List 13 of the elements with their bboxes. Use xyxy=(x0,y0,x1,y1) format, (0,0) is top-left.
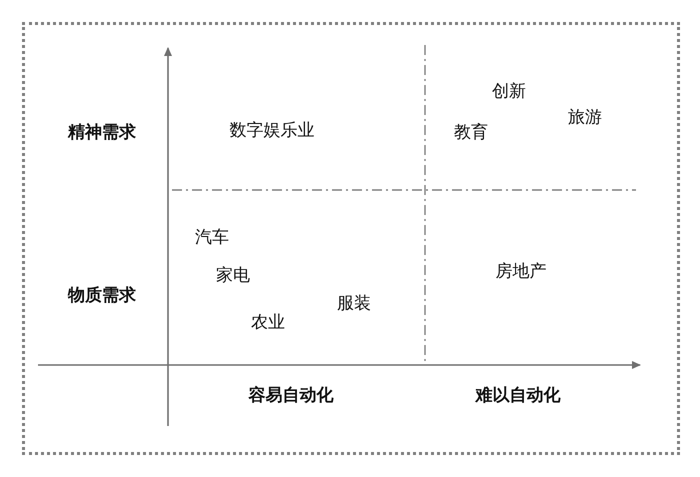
category-label: 家电 xyxy=(216,268,250,284)
category-label: 创新 xyxy=(492,84,526,100)
category-label: 服装 xyxy=(337,296,371,312)
axis-label: 容易自动化 xyxy=(248,388,334,404)
axis-label: 物质需求 xyxy=(68,288,136,304)
axis-label: 精神需求 xyxy=(68,124,136,142)
axis-label: 难以自动化 xyxy=(476,388,560,404)
category-label: 旅游 xyxy=(568,110,602,126)
category-label: 农业 xyxy=(251,314,285,332)
category-label: 数字娱乐业 xyxy=(230,122,314,140)
category-label: 房地产 xyxy=(496,264,546,280)
category-label: 教育 xyxy=(454,124,488,142)
category-label: 汽车 xyxy=(195,230,229,246)
